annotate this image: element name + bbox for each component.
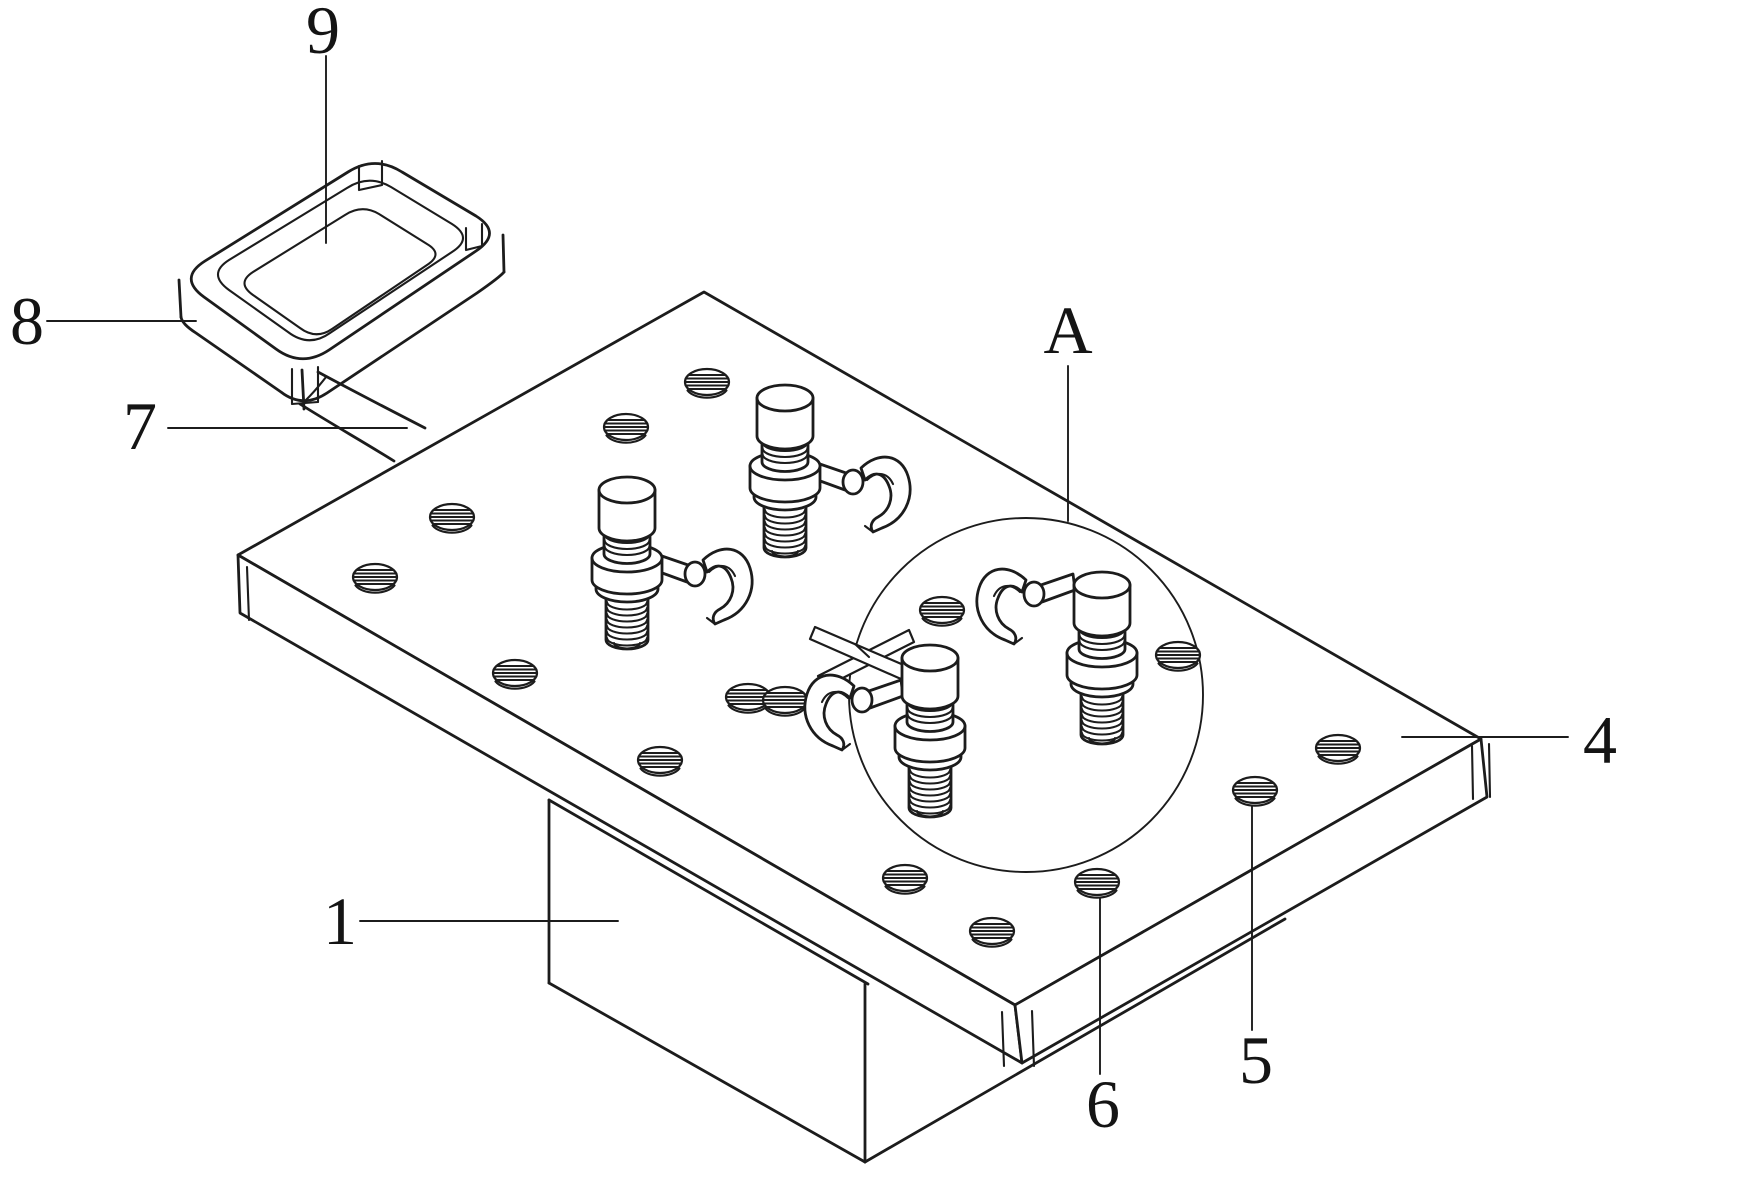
threaded-hole xyxy=(636,745,684,777)
tray xyxy=(177,159,506,411)
threaded-hole xyxy=(602,412,650,444)
threaded-hole xyxy=(1154,640,1202,672)
label-8: 8 xyxy=(10,283,44,359)
threaded-hole xyxy=(881,863,929,895)
label-9: 9 xyxy=(306,0,340,68)
tray-notch-right xyxy=(464,222,484,252)
plate-right-side-face xyxy=(1013,737,1489,1065)
threaded-hole xyxy=(683,367,731,399)
threaded-hole xyxy=(968,916,1016,948)
threaded-hole-5 xyxy=(1231,775,1279,807)
base-block xyxy=(547,798,1287,1164)
label-6: 6 xyxy=(1086,1066,1120,1142)
connecting-arm xyxy=(298,370,427,463)
threaded-hole xyxy=(1314,733,1362,765)
label-A: A xyxy=(1043,292,1092,368)
threaded-hole xyxy=(351,562,399,594)
label-7: 7 xyxy=(123,388,157,464)
tray-floor-edge xyxy=(243,208,437,336)
threaded-hole xyxy=(491,658,539,690)
tray-inner-rim xyxy=(216,179,465,342)
label-4: 4 xyxy=(1583,702,1617,778)
leader-lines xyxy=(46,55,1569,1075)
threaded-hole xyxy=(428,502,476,534)
label-1: 1 xyxy=(323,883,357,959)
tray-notch-top xyxy=(357,159,384,192)
plate-corner-edges xyxy=(245,565,1492,1068)
threaded-hole xyxy=(761,685,809,717)
label-5: 5 xyxy=(1239,1022,1273,1098)
fixture-plate xyxy=(236,290,1492,1068)
threaded-hole xyxy=(918,595,966,627)
threaded-hole-6 xyxy=(1073,867,1121,899)
